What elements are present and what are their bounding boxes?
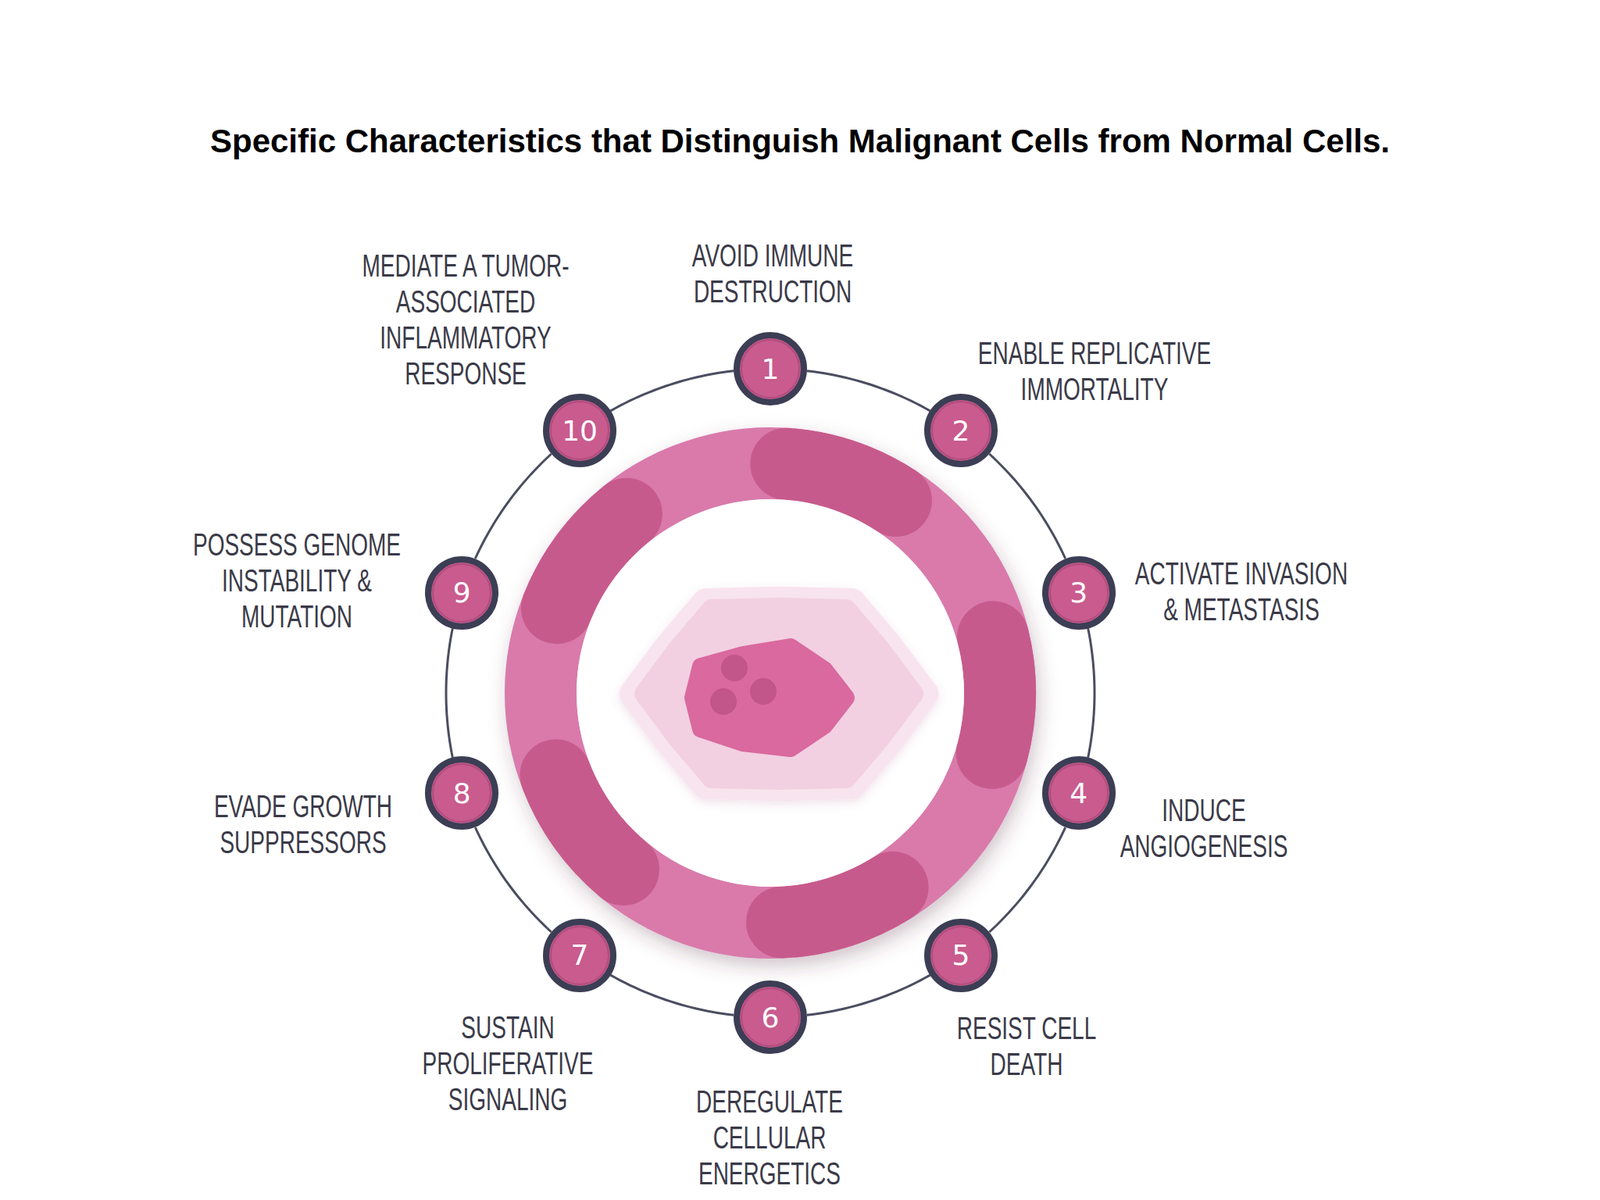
- numbered-circle: 4INDUCE ANGIOGENESIS: [1042, 756, 1116, 830]
- hallmark-label: SUSTAIN PROLIFERATIVE SIGNALING: [410, 1009, 606, 1118]
- ring-arc: [989, 453, 1065, 559]
- cell-illustration: [633, 600, 925, 787]
- numbered-circle: 10MEDIATE A TUMOR-ASSOCIATED INFLAMMATOR…: [542, 393, 617, 468]
- numbered-circle: 5RESIST CELL DEATH: [924, 918, 998, 993]
- callout-number: 5: [924, 918, 998, 993]
- numbered-circle: 7SUSTAIN PROLIFERATIVE SIGNALING: [542, 918, 617, 993]
- numbered-circle: 6DEREGULATE CELLULAR ENERGETICS: [733, 980, 808, 1054]
- hallmark-label: ENABLE REPLICATIVE IMMORTALITY: [969, 335, 1220, 408]
- ring-arc: [989, 827, 1065, 933]
- ring-arc: [807, 371, 930, 411]
- numbered-circle: 1AVOID IMMUNE DESTRUCTION: [733, 332, 808, 406]
- diagram-title: Specific Characteristics that Distinguis…: [0, 122, 1600, 161]
- cell-halo: [633, 600, 925, 787]
- ring-arc: [446, 628, 453, 758]
- hallmark-label: MEDIATE A TUMOR-ASSOCIATED INFLAMMATORY …: [348, 247, 583, 392]
- nucleolus: [710, 688, 737, 715]
- inner-disc: [576, 499, 965, 887]
- callout-number: 2: [924, 393, 998, 468]
- ring-arc: [475, 827, 551, 933]
- callout-number: 6: [733, 980, 808, 1054]
- pink-ring: [471, 393, 1069, 992]
- hallmark-label: ACTIVATE INVASION & METASTASIS: [1128, 555, 1355, 628]
- ring-arc: [1088, 628, 1095, 758]
- cell-body: [644, 607, 914, 780]
- numbered-circle: 8EVADE GROWTH SUPPRESSORS: [425, 756, 499, 830]
- hallmark-label: INDUCE ANGIOGENESIS: [1110, 792, 1298, 865]
- callout-number: 10: [542, 393, 617, 468]
- hallmark-label: EVADE GROWTH SUPPRESSORS: [205, 788, 401, 861]
- callout-number: 7: [542, 918, 617, 993]
- ring-arc: [610, 975, 734, 1015]
- hallmark-label: AVOID IMMUNE DESTRUCTION: [682, 237, 863, 310]
- callout-number: 1: [733, 332, 808, 406]
- ring-arc: [610, 371, 734, 411]
- numbered-circle: 9POSSESS GENOME INSTABILITY & MUTATION: [425, 556, 499, 630]
- ring-arc: [475, 453, 551, 559]
- numbered-circle: 3ACTIVATE INVASION & METASTASIS: [1042, 556, 1116, 630]
- callout-number: 9: [425, 556, 499, 630]
- callout-number: 4: [1042, 756, 1116, 830]
- nucleolus: [750, 678, 777, 705]
- ring-arc: [807, 975, 930, 1015]
- callout-number: 3: [1042, 556, 1116, 630]
- cell-nucleus: [692, 646, 847, 749]
- numbered-circle: 2ENABLE REPLICATIVE IMMORTALITY: [924, 393, 998, 468]
- hallmark-label: DEREGULATE CELLULAR ENERGETICS: [687, 1083, 852, 1192]
- nucleolus: [721, 654, 748, 682]
- hallmark-label: POSSESS GENOME INSTABILITY & MUTATION: [187, 526, 407, 635]
- hallmark-label: RESIST CELL DEATH: [948, 1010, 1105, 1083]
- callout-number: 8: [425, 756, 499, 830]
- ring-segment: [471, 393, 1069, 992]
